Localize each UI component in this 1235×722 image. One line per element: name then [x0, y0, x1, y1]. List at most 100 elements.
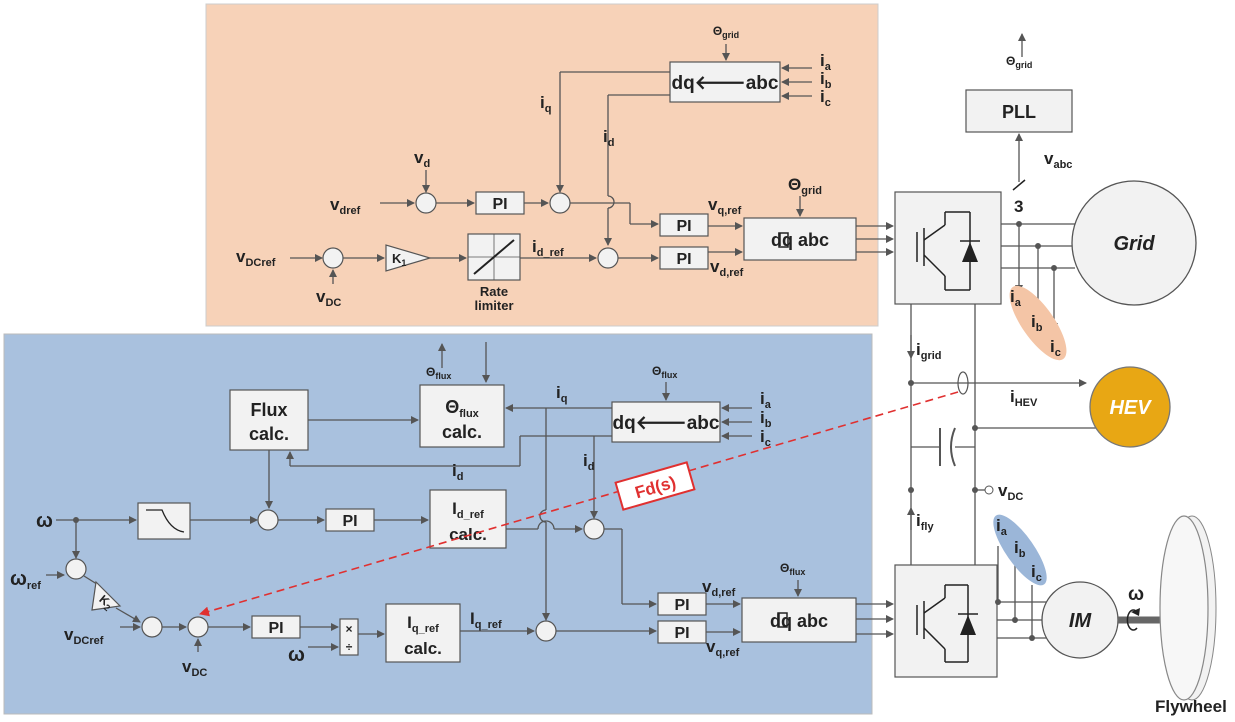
theta-flux-calc	[419, 384, 505, 448]
k2-gain	[91, 580, 122, 611]
id-top: id	[603, 127, 614, 149]
theta-flux-out-a: Θflux	[426, 365, 451, 381]
vd-ref-top: vd,ref	[710, 257, 744, 279]
low-pass-filter	[137, 502, 191, 540]
grid-label: Grid	[1113, 233, 1155, 255]
ifly-label: ifly	[916, 511, 934, 533]
flux-calc-label-2: calc.	[249, 424, 289, 444]
grid-current-highlight	[1009, 285, 1067, 361]
omega-ref: ωref	[10, 568, 41, 592]
omega-divider: ω	[288, 644, 305, 666]
vdcref-top: vDCref	[236, 247, 276, 269]
dq-abc-bottom	[611, 401, 721, 443]
ihev-label: iHEV	[1010, 387, 1038, 409]
dq-abc-out-bottom	[741, 597, 857, 643]
ia-bottom: ia	[760, 389, 772, 411]
theta-calc-label-1: Θflux	[445, 397, 479, 420]
ia-grid: ia	[1010, 287, 1022, 309]
k1-gain	[385, 244, 433, 272]
grid-control-panel	[205, 3, 879, 327]
divide-icon: ÷	[346, 640, 353, 654]
theta-grid-pll: Θgrid	[1006, 54, 1032, 70]
feedforward-path	[199, 391, 959, 617]
idref-calc-label-2: calc.	[449, 525, 487, 544]
hev-load	[1089, 366, 1171, 448]
vabc-label: vabc	[1044, 149, 1072, 171]
ib-grid: ib	[1031, 312, 1043, 334]
ic-bottom: ic	[760, 427, 771, 449]
vdc-bottom: vDC	[182, 657, 207, 679]
sum-iq-top	[549, 192, 571, 214]
iq-ref-bottom: Iq_ref	[470, 609, 502, 631]
ia-top: ia	[820, 51, 832, 73]
vdc-bus: vDC	[998, 481, 1023, 503]
ic-machine: ic	[1031, 562, 1042, 584]
pi-vd-label: PI	[492, 196, 507, 213]
idref-calc	[429, 489, 507, 549]
three-phase-label: 3	[1014, 197, 1023, 216]
machine-inverter	[894, 564, 998, 678]
pll-label: PLL	[1002, 102, 1036, 122]
id-ref-top: id_ref	[532, 237, 564, 259]
sum-vdc-top	[322, 247, 344, 269]
dq-abc-out-top	[743, 217, 857, 261]
igrid-label: igrid	[916, 340, 942, 362]
im-label: IM	[1069, 610, 1093, 632]
multiply-icon: ×	[345, 622, 352, 636]
iq-bottom: iq	[556, 383, 567, 405]
pi-q-bottom-label: PI	[674, 625, 689, 642]
hev-label: HEV	[1109, 397, 1152, 419]
ic-top: ic	[820, 87, 831, 109]
grid-source	[1071, 180, 1197, 306]
theta-grid-mid: Θgrid	[788, 175, 822, 197]
vd-ref-bottom: vd,ref	[702, 577, 736, 599]
pll-block	[965, 89, 1073, 133]
iqref-calc-label-1: Iq_ref	[407, 613, 439, 635]
sum-id-top	[597, 247, 619, 269]
flux-calc-label-1: Flux	[250, 400, 287, 420]
dq-abc-out-bottom-label: dq abc	[770, 611, 828, 631]
rate-limiter-label-1: Rate	[480, 284, 508, 299]
pi-flux-label: PI	[342, 513, 357, 530]
id-bottom-2: id	[583, 451, 594, 473]
sum-id-bottom	[583, 518, 605, 540]
sum-speed	[65, 558, 87, 580]
flywheel-label: Flywheel	[1155, 697, 1227, 716]
fd-block	[614, 461, 696, 511]
ib-top: ib	[820, 69, 832, 91]
theta-flux-out: Θflux	[780, 561, 805, 577]
iq-top: iq	[540, 93, 551, 115]
id-bottom: id	[452, 461, 463, 483]
omega-flywheel: ω	[1128, 584, 1144, 605]
pi-d-bottom-label: PI	[674, 597, 689, 614]
vd-label: vd	[414, 148, 430, 170]
dq-abc-top-label: dq🡐abc	[672, 73, 779, 94]
vdc-top: vDC	[316, 287, 341, 309]
ib-bottom: ib	[760, 408, 772, 430]
theta-calc-label-2: calc.	[442, 422, 482, 442]
sum-iq-bottom	[535, 620, 557, 642]
iqref-calc	[385, 603, 461, 663]
vq-ref-bottom: vq,ref	[706, 637, 740, 659]
omega-input: ω	[36, 510, 53, 532]
flywheel-rotor	[1159, 515, 1209, 701]
sum-hev-comp	[187, 616, 209, 638]
sum-flux	[257, 509, 279, 531]
ic-grid: ic	[1050, 337, 1061, 359]
theta-grid-top: Θgrid	[713, 24, 739, 40]
vdcref-bottom: vDCref	[64, 625, 104, 647]
ia-machine: ia	[996, 516, 1008, 538]
divider-block	[339, 618, 359, 656]
ib-machine: ib	[1014, 538, 1026, 560]
vq-ref-top: vq,ref	[708, 195, 742, 217]
k1-label: K1	[392, 251, 406, 268]
grid-inverter	[894, 191, 1002, 305]
idref-calc-label-1: Id_ref	[452, 499, 484, 521]
machine-current-highlight	[993, 514, 1047, 586]
dq-abc-top-block	[669, 61, 781, 103]
theta-flux-in: Θflux	[652, 364, 677, 380]
sum-vd	[415, 192, 437, 214]
pi-d-top-label: PI	[676, 251, 691, 268]
pi-q-top	[659, 213, 709, 237]
sum-vdc-bottom	[141, 616, 163, 638]
